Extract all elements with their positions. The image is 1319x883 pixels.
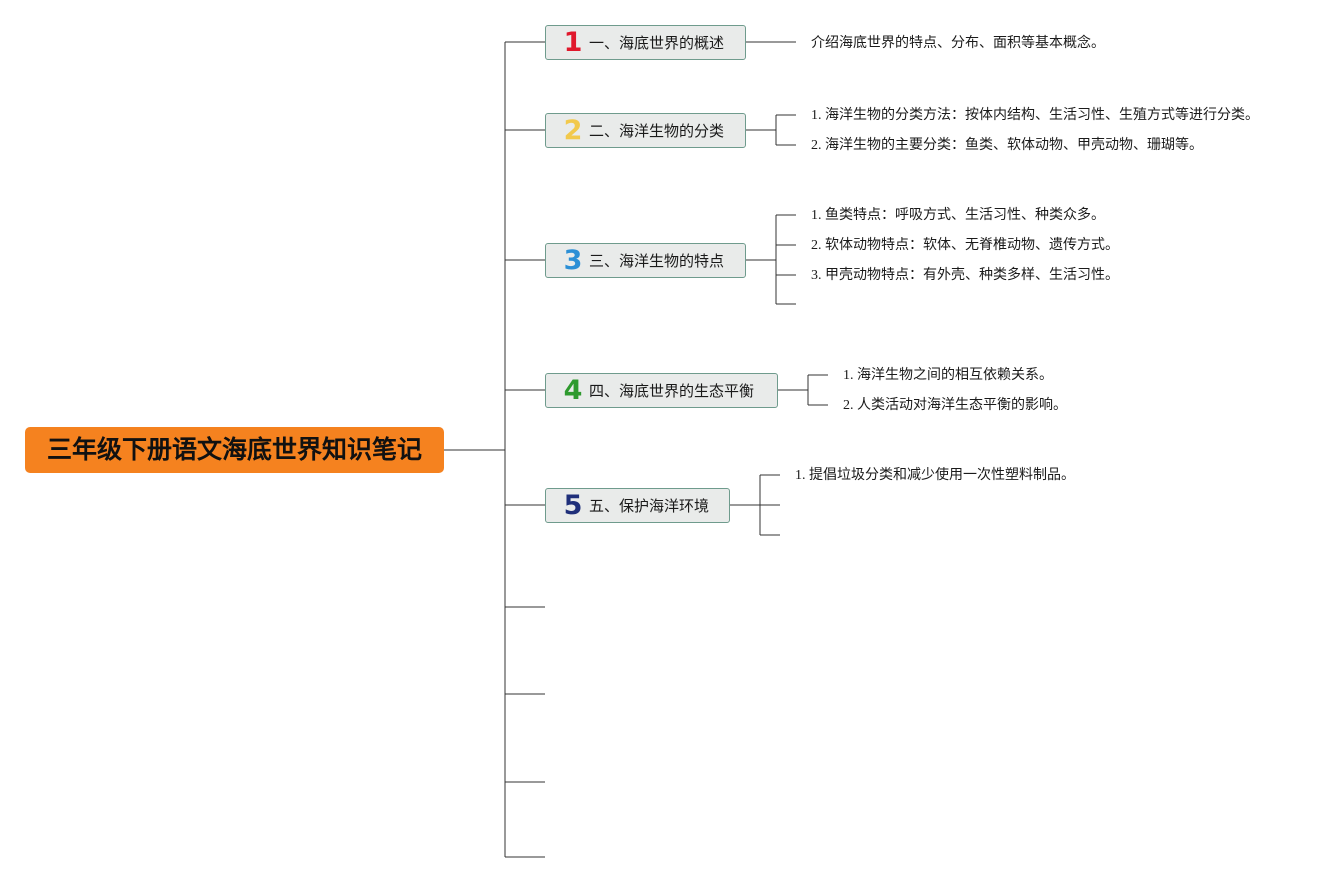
branch-5-node[interactable]: 5 五、保护海洋环境 xyxy=(545,488,730,523)
branch-1-label: 一、海底世界的概述 xyxy=(589,34,725,52)
number-5-icon: 5 xyxy=(563,489,583,521)
branch-1-node[interactable]: 1 一、海底世界的概述 xyxy=(545,25,746,60)
branch-3-node[interactable]: 3 三、海洋生物的特点 xyxy=(545,243,746,278)
branch-5-item-1[interactable]: 1. 提倡垃圾分类和减少使用一次性塑料制品。 xyxy=(795,468,1075,483)
branch-2-label: 二、海洋生物的分类 xyxy=(589,122,725,140)
branch-3-item-1[interactable]: 1. 鱼类特点：呼吸方式、生活习性、种类众多。 xyxy=(811,208,1105,223)
number-2-icon: 2 xyxy=(563,114,583,146)
root-topic[interactable]: 三年级下册语文海底世界知识笔记 xyxy=(25,427,444,473)
number-3-icon: 3 xyxy=(563,244,583,276)
branch-2-item-2[interactable]: 2. 海洋生物的主要分类：鱼类、软体动物、甲壳动物、珊瑚等。 xyxy=(811,138,1203,153)
branch-5-label: 五、保护海洋环境 xyxy=(589,497,710,515)
branch-4-node[interactable]: 4 四、海底世界的生态平衡 xyxy=(545,373,778,408)
branch-2-node[interactable]: 2 二、海洋生物的分类 xyxy=(545,113,746,148)
branch-3-label: 三、海洋生物的特点 xyxy=(589,252,725,270)
branch-2-item-1[interactable]: 1. 海洋生物的分类方法：按体内结构、生活习性、生殖方式等进行分类。 xyxy=(811,108,1259,123)
branch-4-item-1[interactable]: 1. 海洋生物之间的相互依赖关系。 xyxy=(843,368,1053,383)
branch-1-item-1[interactable]: 介绍海底世界的特点、分布、面积等基本概念。 xyxy=(811,36,1105,51)
branch-4-label: 四、海底世界的生态平衡 xyxy=(589,382,755,400)
branch-4-item-2[interactable]: 2. 人类活动对海洋生态平衡的影响。 xyxy=(843,398,1067,413)
number-4-icon: 4 xyxy=(563,374,583,406)
number-1-icon: 1 xyxy=(563,26,583,58)
branch-3-item-3[interactable]: 3. 甲壳动物特点：有外壳、种类多样、生活习性。 xyxy=(811,268,1119,283)
branch-3-item-2[interactable]: 2. 软体动物特点：软体、无脊椎动物、遗传方式。 xyxy=(811,238,1119,253)
